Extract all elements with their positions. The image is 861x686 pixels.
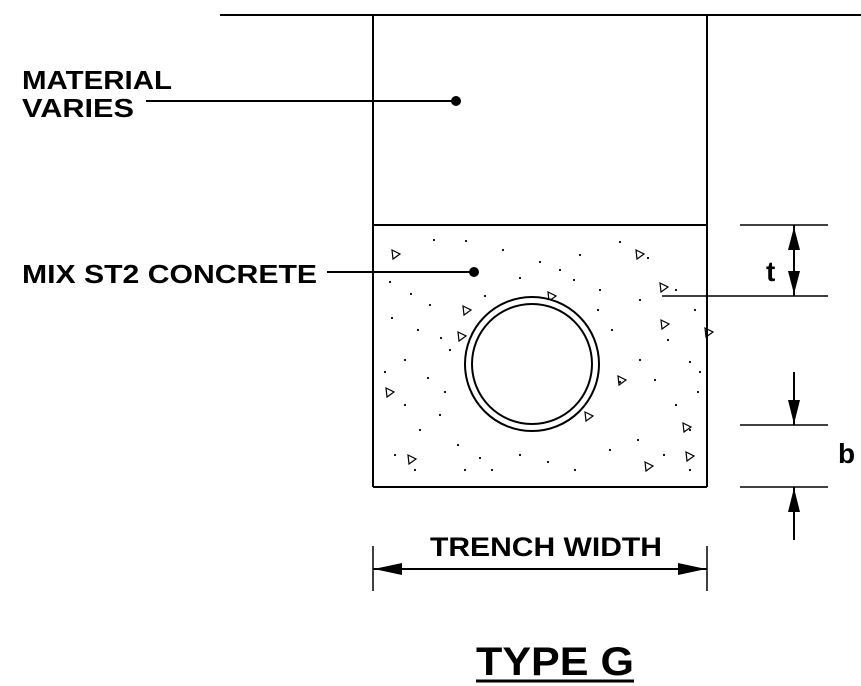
- concrete-aggregate: [659, 281, 670, 294]
- concrete-hatch: [383, 238, 715, 473]
- title: TYPE G: [476, 640, 634, 684]
- concrete-dot: [416, 328, 420, 332]
- concrete-dot: [413, 468, 417, 472]
- concrete-dot: [388, 280, 392, 284]
- concrete-dot: [483, 294, 487, 298]
- concrete-aggregate: [682, 421, 693, 434]
- concrete-aggregate: [457, 330, 468, 343]
- concrete-dot: [478, 456, 482, 460]
- concrete-dot: [638, 358, 642, 362]
- material-varies-label-line1: MATERIAL: [22, 65, 172, 95]
- concrete-dot: [456, 443, 460, 447]
- concrete-dot: [518, 453, 522, 457]
- mix-concrete-label: MIX ST2 CONCRETE: [22, 259, 317, 289]
- concrete-aggregate: [685, 450, 696, 463]
- concrete-dot: [688, 360, 692, 364]
- concrete-dot: [596, 308, 600, 312]
- dimension-trench-width: [372, 546, 708, 591]
- concrete-aggregate: [635, 248, 646, 261]
- concrete-dot: [393, 453, 397, 457]
- concrete-dot: [698, 370, 702, 374]
- concrete-dot: [432, 238, 436, 242]
- concrete-dot: [464, 239, 468, 243]
- concrete-dot: [618, 240, 622, 244]
- concrete-dot: [538, 260, 542, 264]
- concrete-dot: [403, 403, 407, 407]
- concrete-aggregate: [660, 318, 671, 331]
- concrete-dot: [418, 428, 422, 432]
- concrete-dot: [448, 348, 452, 352]
- pipe: [464, 296, 600, 432]
- concrete-dot: [688, 468, 692, 472]
- material-varies-label-line2: VARIES: [22, 93, 134, 123]
- concrete-dot: [409, 292, 413, 296]
- concrete-aggregate: [547, 290, 558, 303]
- concrete-dot: [439, 336, 443, 340]
- dimension-t-label: t: [766, 256, 775, 287]
- trench-width-label: TRENCH WIDTH: [430, 532, 662, 562]
- concrete-dot: [693, 308, 697, 312]
- concrete-leader-dot: [469, 267, 479, 277]
- concrete-dot: [390, 316, 394, 320]
- concrete-dot: [572, 278, 576, 282]
- concrete-dot: [646, 256, 650, 260]
- concrete-dot: [638, 298, 642, 302]
- concrete-dot: [636, 438, 640, 442]
- concrete-dot: [426, 376, 430, 380]
- concrete-aggregate: [617, 374, 628, 387]
- concrete-dot: [674, 403, 678, 407]
- concrete-dot: [383, 370, 387, 374]
- concrete-dot: [518, 276, 522, 280]
- concrete-dot: [696, 390, 700, 394]
- concrete-dot: [662, 453, 666, 457]
- concrete-aggregate: [407, 453, 418, 466]
- concrete-aggregate: [704, 326, 715, 339]
- concrete-dot: [666, 338, 670, 342]
- concrete-aggregate: [462, 304, 473, 317]
- concrete-dot: [546, 460, 550, 464]
- concrete-dot: [688, 428, 692, 432]
- concrete-dot: [578, 253, 582, 257]
- concrete-dot: [443, 390, 447, 394]
- concrete-dot: [610, 328, 614, 332]
- dimension-b-label: b: [838, 438, 855, 469]
- concrete-aggregate: [644, 460, 655, 473]
- concrete-aggregate: [584, 410, 595, 423]
- concrete-dot: [674, 288, 678, 292]
- concrete-dot: [463, 468, 467, 472]
- concrete-dot: [501, 248, 505, 252]
- concrete-dot: [403, 358, 407, 362]
- concrete-dot: [653, 378, 657, 382]
- concrete-dot: [573, 468, 577, 472]
- concrete-dot: [428, 303, 432, 307]
- dimension-t: [662, 224, 828, 297]
- concrete-aggregate: [391, 248, 402, 261]
- dimension-b: [740, 372, 828, 540]
- concrete-dot: [558, 268, 562, 272]
- concrete-dot: [598, 288, 602, 292]
- concrete-dot: [438, 413, 442, 417]
- material-varies-leader-dot: [451, 96, 461, 106]
- concrete-aggregate: [385, 386, 396, 399]
- concrete-dot: [618, 380, 622, 384]
- concrete-dot: [608, 448, 612, 452]
- concrete-dot: [490, 468, 494, 472]
